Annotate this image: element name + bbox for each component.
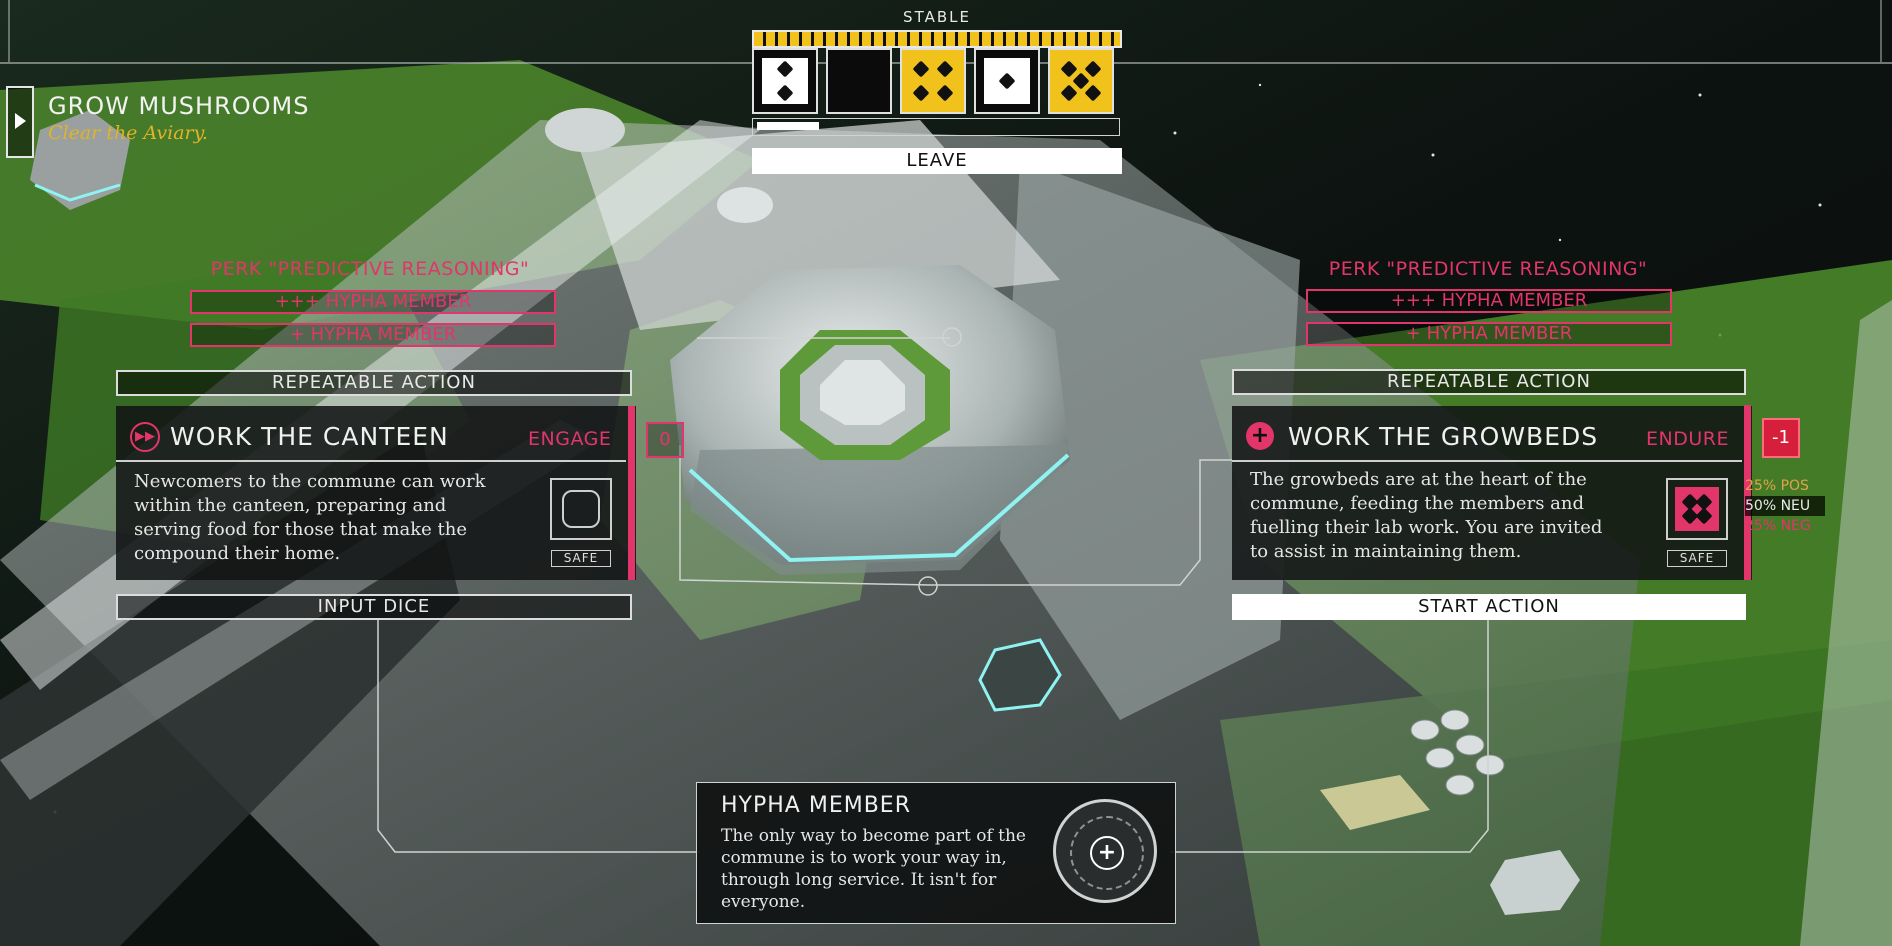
outcome-odds: 25% POS 50% NEU 25% NEG [1745, 476, 1825, 540]
left-card-title: WORK THE CANTEEN [170, 422, 449, 451]
tooltip-title: HYPHA MEMBER [721, 793, 911, 818]
right-repeatable-header: REPEATABLE ACTION [1232, 369, 1746, 395]
right-card-body: The growbeds are at the heart of the com… [1250, 469, 1603, 562]
right-safe-tag: SAFE [1667, 550, 1727, 567]
die-face-2-icon [762, 58, 808, 104]
tray-status: STABLE [903, 8, 971, 26]
right-stat-label: ENDURE [1646, 428, 1729, 450]
right-pink-stripe [1744, 405, 1751, 580]
dice-slot-4[interactable] [974, 48, 1040, 114]
odds-neutral: 50% NEU [1745, 496, 1825, 516]
dice-slot-3[interactable] [900, 48, 966, 114]
left-stat-divider [116, 460, 626, 462]
dice-slot-1[interactable] [752, 48, 818, 114]
die-face-1-icon [984, 58, 1030, 104]
stability-meter [752, 30, 1122, 48]
plus-circle-icon: + [1246, 422, 1274, 450]
left-repeatable-header: REPEATABLE ACTION [116, 370, 632, 396]
dice-slot-2[interactable] [826, 48, 892, 114]
left-safe-tag: SAFE [551, 550, 611, 567]
die-face-4-icon [910, 58, 956, 104]
right-bonus-1: +++ HYPHA MEMBER [1306, 289, 1672, 313]
dice-slot-5[interactable] [1048, 48, 1114, 114]
start-action-button[interactable]: START ACTION [1232, 594, 1746, 620]
right-bonus-2: + HYPHA MEMBER [1306, 322, 1672, 346]
left-card-body: Newcomers to the commune can work within… [134, 471, 486, 564]
left-perk-label: PERK "PREDICTIVE REASONING" [210, 258, 530, 280]
right-stat-divider [1232, 460, 1742, 462]
die-face-5-icon [1058, 58, 1104, 104]
odds-negative: 25% NEG [1745, 518, 1811, 534]
left-stat-value: 0 [646, 422, 684, 458]
right-card-title: WORK THE GROWBEDS [1288, 422, 1599, 451]
odds-positive: 25% POS [1745, 478, 1809, 494]
left-pink-stripe [628, 406, 635, 580]
work-the-growbeds-card[interactable]: + WORK THE GROWBEDS ENDURE The growbeds … [1232, 405, 1752, 580]
left-bonus-1: +++ HYPHA MEMBER [190, 290, 556, 314]
plus-badge-icon: + [1053, 799, 1157, 903]
tooltip-body: The only way to become part of the commu… [721, 826, 1026, 912]
dice-tray: STABLE LEAVE [752, 6, 1122, 174]
left-bonus-2: + HYPHA MEMBER [190, 323, 556, 347]
dice-slots [752, 48, 1122, 120]
progress-fill [757, 122, 819, 130]
right-stat-value: -1 [1762, 418, 1800, 458]
work-the-canteen-card[interactable]: ▶▶ WORK THE CANTEEN ENGAGE Newcomers to … [116, 406, 636, 580]
die-four-pink-icon [1675, 487, 1719, 531]
right-perk-label: PERK "PREDICTIVE REASONING" [1328, 258, 1648, 280]
hypha-member-tooltip: HYPHA MEMBER The only way to become part… [696, 782, 1176, 924]
right-dice-input-slot[interactable] [1666, 478, 1728, 540]
slot-lower-row [752, 118, 1120, 136]
objective-title: GROW MUSHROOMS [48, 92, 310, 120]
left-dice-input-slot[interactable] [550, 478, 612, 540]
play-triangle-icon [15, 113, 26, 129]
fast-forward-circle-icon: ▶▶ [130, 422, 160, 452]
leave-button[interactable]: LEAVE [752, 148, 1122, 174]
empty-die-socket-icon [562, 490, 600, 528]
objective-subtitle: Clear the Aviary. [48, 122, 208, 144]
input-dice-button[interactable]: INPUT DICE [116, 594, 632, 620]
objective-expand-button[interactable] [6, 86, 34, 158]
left-stat-label: ENGAGE [528, 428, 612, 450]
objective-panel: GROW MUSHROOMS Clear the Aviary. [6, 86, 310, 158]
